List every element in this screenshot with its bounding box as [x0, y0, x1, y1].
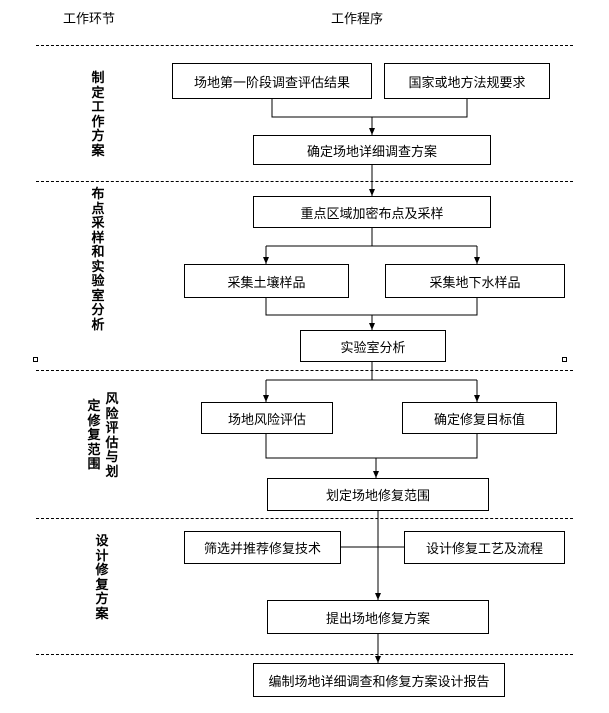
separator-line — [36, 370, 573, 371]
box-regulations: 国家或地方法规要求 — [384, 63, 550, 99]
box-final-report: 编制场地详细调查和修复方案设计报告 — [253, 663, 505, 697]
box-remediation-scope: 划定场地修复范围 — [267, 478, 489, 511]
box-phase1-results: 场地第一阶段调查评估结果 — [172, 63, 372, 99]
stage-label-risk-part2: 风险评估与划 — [105, 392, 119, 480]
box-design-process: 设计修复工艺及流程 — [404, 531, 565, 564]
box-lab-analysis: 实验室分析 — [300, 330, 446, 362]
separator-line — [36, 45, 573, 46]
box-remediation-plan: 提出场地修复方案 — [267, 600, 489, 634]
box-risk-assessment: 场地风险评估 — [201, 402, 333, 434]
box-remediation-target: 确定修复目标值 — [402, 402, 557, 434]
box-screen-tech: 筛选并推荐修复技术 — [184, 531, 341, 564]
stage-label-risk-part1: 定修复范围 — [87, 399, 101, 473]
stage-label-plan: 制定工作方案 — [91, 71, 105, 159]
box-detailed-plan: 确定场地详细调查方案 — [253, 135, 491, 165]
selection-handle-left[interactable] — [33, 357, 38, 362]
stage-label-sampling: 布点采样和实验室分析 — [91, 187, 105, 333]
box-dense-sampling: 重点区域加密布点及采样 — [253, 196, 491, 228]
separator-line — [36, 518, 573, 519]
procedure-column-header: 工作程序 — [331, 12, 384, 27]
box-groundwater-samples: 采集地下水样品 — [385, 264, 565, 298]
separator-line — [36, 654, 573, 655]
stage-label-design: 设计修复方案 — [95, 534, 109, 622]
selection-handle-right[interactable] — [562, 357, 567, 362]
box-soil-samples: 采集土壤样品 — [184, 264, 349, 298]
separator-line — [36, 181, 573, 182]
stage-column-header: 工作环节 — [63, 12, 116, 27]
